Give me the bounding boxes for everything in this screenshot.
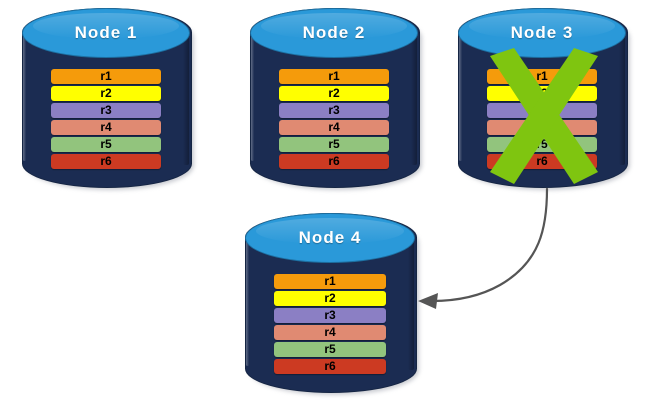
cylinder-right-shading <box>411 29 417 165</box>
record-row[interactable]: r5 <box>486 136 598 152</box>
cylinder-right-shading <box>183 29 189 165</box>
record-row[interactable]: r4 <box>486 119 598 135</box>
record-row[interactable]: r2 <box>273 290 387 306</box>
node-4[interactable]: Node 4 r1 r2 r3 r4 r5 r6 <box>245 213 419 395</box>
node-2-title: Node 2 <box>302 22 366 42</box>
cylinder-left-highlight <box>251 32 254 162</box>
record-row[interactable]: r2 <box>50 85 162 101</box>
node-1-title: Node 1 <box>74 22 138 42</box>
cylinder-right-shading <box>619 29 625 165</box>
record-row[interactable]: r1 <box>486 68 598 84</box>
record-row[interactable]: r1 <box>273 273 387 289</box>
record-row[interactable]: r2 <box>278 85 390 101</box>
node-4-title: Node 4 <box>298 227 362 247</box>
record-row[interactable]: r5 <box>278 136 390 152</box>
cylinder-right-shading <box>408 234 414 370</box>
record-row[interactable]: r3 <box>278 102 390 118</box>
node-3[interactable]: Node 3 r1 r2 r3 r4 r5 r6 <box>458 8 630 190</box>
node-1-rows: r1 r2 r3 r4 r5 r6 <box>50 68 162 169</box>
record-row[interactable]: r6 <box>278 153 390 169</box>
node-3-title: Node 3 <box>510 22 574 42</box>
cylinder-left-highlight <box>246 237 249 367</box>
node-2-rows: r1 r2 r3 r4 r5 r6 <box>278 68 390 169</box>
arrow-head-icon <box>418 293 438 309</box>
cylinder-left-highlight <box>23 32 26 162</box>
record-row[interactable]: r3 <box>50 102 162 118</box>
record-row[interactable]: r6 <box>486 153 598 169</box>
record-row[interactable]: r1 <box>278 68 390 84</box>
node-3-rows: r1 r2 r3 r4 r5 r6 <box>486 68 598 169</box>
node-4-rows: r1 r2 r3 r4 r5 r6 <box>273 273 387 374</box>
record-row[interactable]: r2 <box>486 85 598 101</box>
record-row[interactable]: r3 <box>273 307 387 323</box>
record-row[interactable]: r6 <box>273 358 387 374</box>
cylinder-left-highlight <box>459 32 462 162</box>
record-row[interactable]: r1 <box>50 68 162 84</box>
record-row[interactable]: r5 <box>273 341 387 357</box>
record-row[interactable]: r3 <box>486 102 598 118</box>
record-row[interactable]: r4 <box>278 119 390 135</box>
record-row[interactable]: r4 <box>50 119 162 135</box>
node-2[interactable]: Node 2 r1 r2 r3 r4 r5 r6 <box>250 8 422 190</box>
record-row[interactable]: r5 <box>50 136 162 152</box>
record-row[interactable]: r4 <box>273 324 387 340</box>
node-1[interactable]: Node 1 r1 r2 r3 r4 r5 r6 <box>22 8 194 190</box>
record-row[interactable]: r6 <box>50 153 162 169</box>
